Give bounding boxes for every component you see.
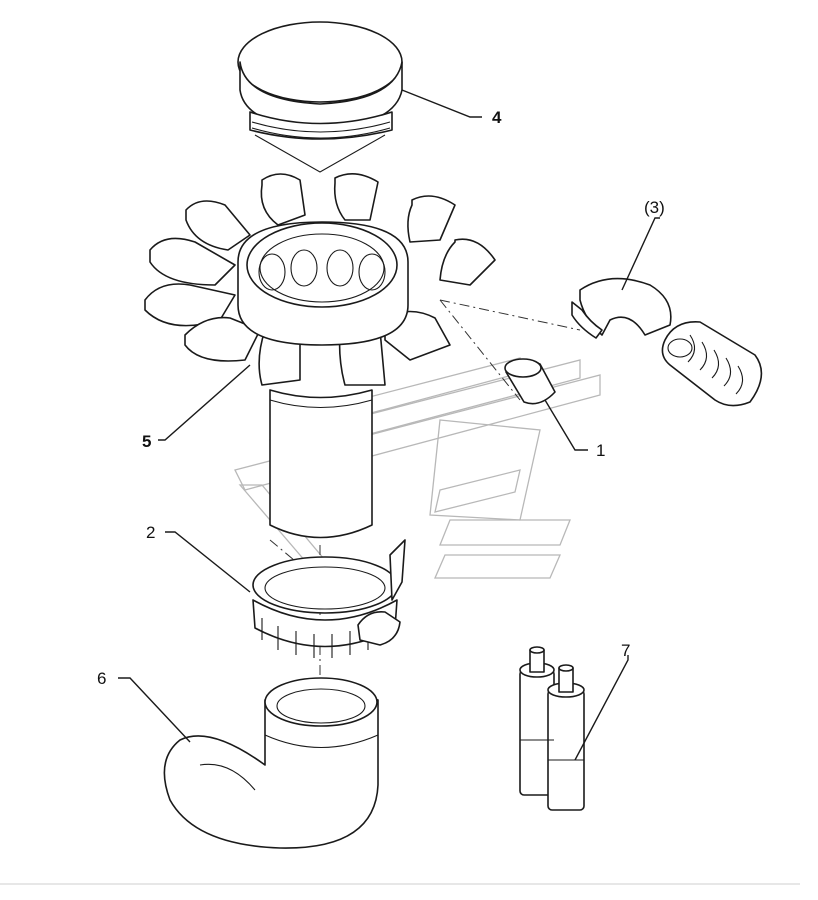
part-connectors[interactable] bbox=[519, 646, 585, 811]
callout-6: 6 bbox=[97, 669, 106, 688]
callout-3: (3) bbox=[644, 198, 665, 217]
leader-lines bbox=[118, 89, 660, 761]
manifold-spigots bbox=[144, 173, 496, 386]
part-cap[interactable] bbox=[237, 21, 403, 173]
part-sleeve[interactable] bbox=[504, 358, 556, 405]
callout-1: 1 bbox=[596, 441, 605, 460]
callout-5: 5 bbox=[142, 432, 151, 451]
manifold-ports bbox=[258, 249, 386, 291]
part-manifold[interactable] bbox=[144, 173, 496, 539]
part-bend-tube[interactable] bbox=[163, 677, 379, 849]
callout-2: 2 bbox=[146, 523, 155, 542]
elbow-spring bbox=[661, 321, 763, 407]
part-elbow-with-spring[interactable] bbox=[571, 277, 763, 407]
callout-7: 7 bbox=[621, 641, 630, 660]
callout-4: 4 bbox=[492, 108, 502, 127]
part-clamp[interactable] bbox=[252, 539, 406, 658]
